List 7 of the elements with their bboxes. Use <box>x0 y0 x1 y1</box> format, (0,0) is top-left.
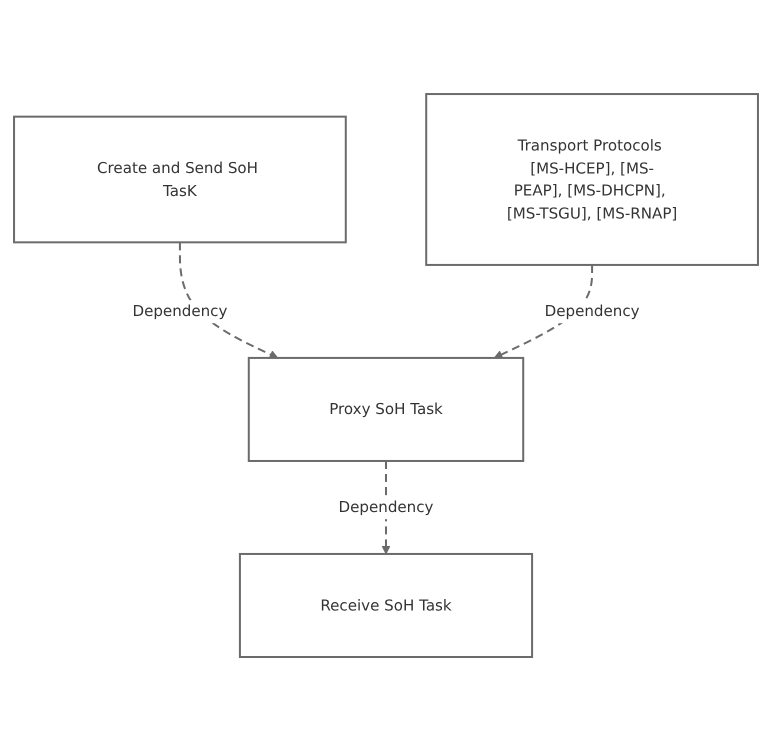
node-box: Proxy SoH Task <box>247 357 524 462</box>
node-box: Transport Protocols [MS-HCEP], [MS-PEAP], [MS-DHCPN], [MS-TSGU], [MS-RNAP] <box>424 94 758 266</box>
edge-label: Dependency <box>338 498 433 517</box>
edge-label: Dependency <box>132 302 227 321</box>
node-box: Create and Send SoH TasK <box>12 116 346 244</box>
node-box: Receive SoH Task <box>238 553 533 658</box>
edge-label: Dependency <box>544 302 640 321</box>
